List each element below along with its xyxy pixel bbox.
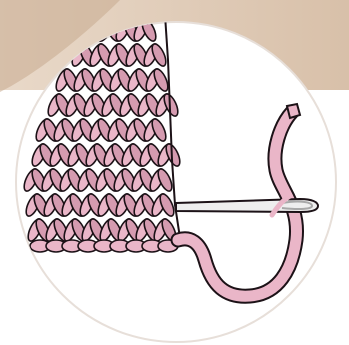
illustration-scene — [0, 0, 349, 345]
knitting-illustration — [0, 0, 349, 345]
